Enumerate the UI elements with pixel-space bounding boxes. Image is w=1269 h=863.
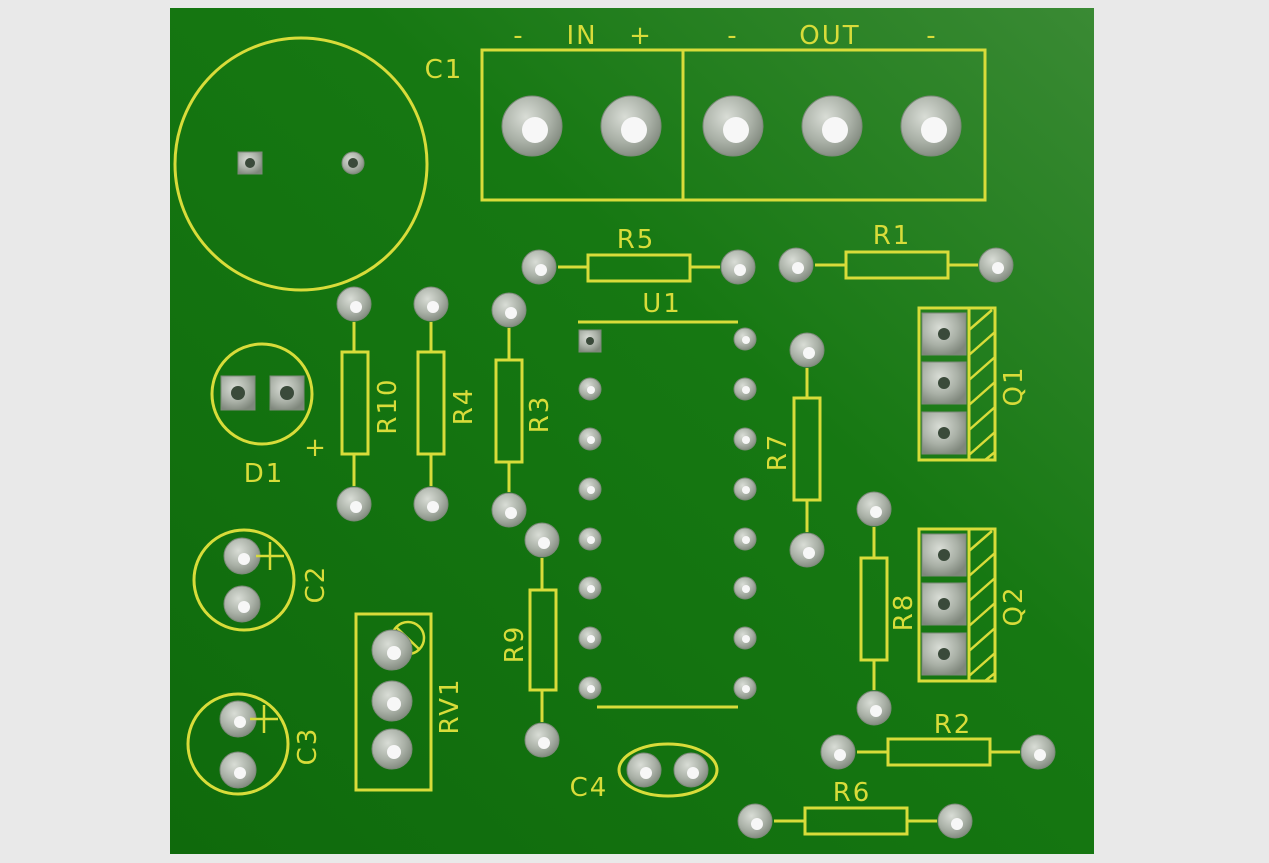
ic-u1: U1 — [578, 289, 757, 709]
designator-u1: U1 — [642, 289, 682, 319]
capacitor-c1: C1 — [173, 36, 464, 292]
rv1-outline — [354, 612, 433, 792]
terminal-pads — [501, 95, 962, 157]
designator-r9: R9 — [500, 625, 530, 664]
resistor-r2: R2 — [820, 710, 1056, 770]
resistor-r4: R4 — [413, 286, 479, 522]
label-in-minus: - — [513, 21, 524, 51]
resistor-r3: R3 — [491, 292, 555, 528]
capacitor-c2: C2 — [192, 528, 331, 632]
designator-r1: R1 — [873, 221, 912, 251]
resistor-r5: R5 — [521, 225, 756, 285]
designator-r4: R4 — [449, 387, 479, 426]
u1-right-pins — [733, 327, 757, 700]
designator-c4: C4 — [570, 773, 609, 803]
designator-d1: D1 — [244, 459, 285, 489]
resistor-r10: R10 — [336, 286, 403, 522]
capacitor-c3: C3 — [186, 692, 323, 796]
transistor-q2: Q2 — [917, 527, 1029, 683]
pad — [702, 95, 764, 157]
q1-outline — [917, 306, 997, 462]
c3-outline — [186, 692, 290, 796]
diode-d1: + D1 — [210, 342, 328, 489]
pad — [900, 95, 962, 157]
d1-outline — [210, 342, 314, 446]
d1-polarity-mark: + — [304, 433, 328, 463]
resistor-r1: R1 — [778, 221, 1014, 283]
designator-c2: C2 — [301, 565, 331, 604]
designator-c3: C3 — [293, 727, 323, 766]
c4-outline — [617, 742, 719, 798]
label-out-minus-left: - — [727, 21, 738, 51]
label-out-minus-right: - — [926, 21, 937, 51]
designator-r5: R5 — [617, 225, 656, 255]
designator-r6: R6 — [833, 778, 872, 808]
designator-q1: Q1 — [999, 365, 1029, 406]
terminal-block-outline — [480, 48, 987, 202]
pad — [600, 95, 662, 157]
resistor-r9: R9 — [500, 522, 560, 758]
terminal-block: - IN + - OUT - — [480, 21, 987, 202]
pad — [501, 95, 563, 157]
label-out: OUT — [799, 21, 860, 51]
trimmer-rv1: RV1 — [354, 612, 465, 792]
transistor-q1: Q1 — [917, 306, 1029, 462]
label-in: IN — [566, 21, 597, 51]
designator-r8: R8 — [889, 593, 919, 632]
designator-r3: R3 — [525, 395, 555, 434]
designator-c1: C1 — [425, 55, 464, 85]
designator-r2: R2 — [934, 710, 973, 740]
designator-r10: R10 — [373, 377, 403, 434]
pad — [801, 95, 863, 157]
resistor-r6: R6 — [737, 778, 973, 839]
label-in-plus: + — [629, 21, 653, 51]
designator-q2: Q2 — [999, 585, 1029, 626]
resistor-r8: R8 — [856, 491, 919, 726]
resistor-r7: R7 — [763, 332, 825, 568]
designator-rv1: RV1 — [435, 678, 465, 735]
u1-left-pins — [578, 377, 602, 700]
c2-outline — [192, 528, 296, 632]
capacitor-c4: C4 — [570, 742, 719, 803]
c1-outline — [173, 36, 429, 292]
q2-outline — [917, 527, 997, 683]
designator-r7: R7 — [763, 433, 793, 472]
